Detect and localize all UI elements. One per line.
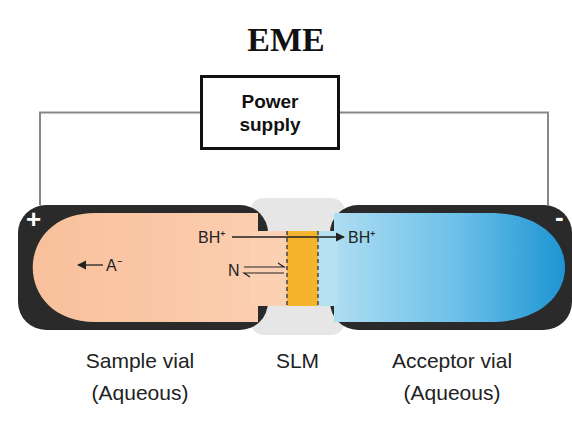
slm-region: SLM (250, 198, 345, 335)
acceptor-vial: BH⁺Acceptor vial (Aqueous) (330, 205, 572, 330)
sample-solution (33, 213, 258, 322)
membrane-label: SLM (250, 345, 345, 377)
polarity-sign: + (26, 205, 41, 233)
transport-arrow (232, 236, 344, 237)
membrane-boundary (317, 231, 319, 306)
polarity-sign: - (555, 203, 564, 231)
power-supply-box: Power supply (200, 75, 340, 150)
anion-arrow (78, 264, 103, 265)
power-wire (40, 113, 200, 206)
liquid-membrane (287, 231, 318, 306)
vial-label: Acceptor vial (Aqueous) (377, 345, 527, 409)
acceptor-solution-neck (318, 231, 338, 306)
vial-label: Sample vial (Aqueous) (75, 345, 205, 409)
acceptor-solution (334, 213, 565, 322)
sample-solution-neck (250, 231, 288, 306)
power-wire (340, 113, 548, 206)
analyte-label: N (228, 261, 240, 281)
diagram-title: EME (0, 20, 572, 60)
cathode-electrode (330, 205, 572, 330)
equilibrium-arrow (244, 263, 284, 267)
box-label: Power supply (224, 90, 316, 136)
membrane-boundary (286, 231, 288, 306)
equilibrium-arrow (244, 273, 284, 277)
ion-label: BH⁺ (198, 228, 225, 248)
ion-label: BH⁺ (348, 228, 375, 248)
sample-vial: BH⁺A⁻NSample vial (Aqueous) (18, 205, 268, 330)
ion-label: A⁻ (106, 256, 122, 276)
anode-electrode (18, 205, 268, 330)
